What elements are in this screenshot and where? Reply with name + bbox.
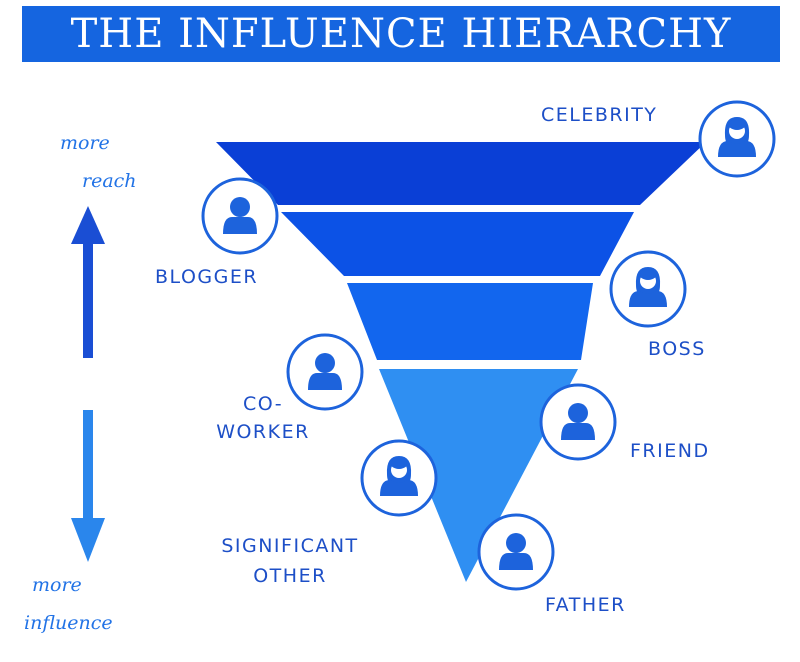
title-banner: THE INFLUENCE HIERARCHY xyxy=(22,6,780,62)
label-boss: BOSS xyxy=(648,338,706,360)
label-celebrity: CELEBRITY xyxy=(541,104,658,126)
label-co-worker: CO- WORKER xyxy=(208,393,318,443)
label-co-worker-line2: WORKER xyxy=(216,421,310,443)
funnel-band-upper xyxy=(281,212,634,276)
up-arrow-icon xyxy=(71,206,105,358)
funnel-band-middle xyxy=(347,283,593,360)
male-person-icon xyxy=(201,177,279,255)
hint-influence: influence xyxy=(24,612,113,634)
female-person-icon xyxy=(609,250,687,328)
down-arrow-icon xyxy=(71,410,105,562)
female-person-icon xyxy=(698,100,776,178)
label-father: FATHER xyxy=(545,594,626,616)
page-title: THE INFLUENCE HIERARCHY xyxy=(70,11,732,57)
male-person-icon xyxy=(286,333,364,411)
funnel-band-top xyxy=(216,142,706,205)
hint-more-top: more xyxy=(60,132,110,154)
label-significant-other: SIGNIFICANT OTHER xyxy=(200,535,380,587)
funnel-band-bottom xyxy=(379,369,578,582)
female-person-icon xyxy=(360,439,438,517)
label-friend: FRIEND xyxy=(630,440,710,462)
label-blogger: BLOGGER xyxy=(155,266,259,288)
male-person-icon xyxy=(539,383,617,461)
label-co-worker-line1: CO- xyxy=(242,393,284,415)
label-significant-other-line2: OTHER xyxy=(253,565,327,587)
label-significant-other-line1: SIGNIFICANT xyxy=(221,535,359,557)
hint-more-bottom: more xyxy=(32,574,82,596)
male-person-icon xyxy=(477,513,555,591)
hint-reach: reach xyxy=(82,170,137,192)
